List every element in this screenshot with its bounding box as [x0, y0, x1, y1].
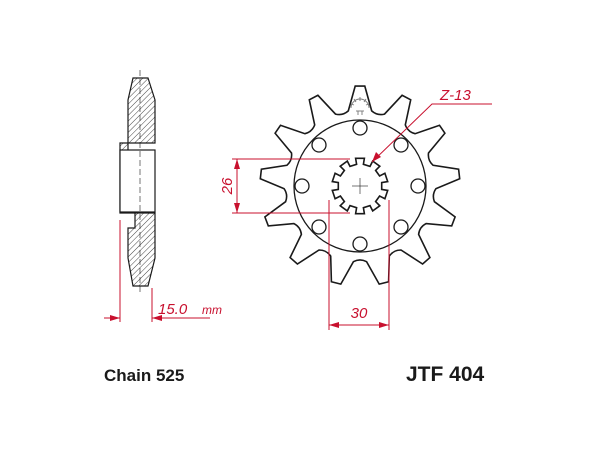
width-dimension: 30 [328, 200, 390, 330]
bolt-hole [352, 120, 368, 136]
offset-value: 15.0 [158, 301, 188, 318]
spline-bore [331, 157, 389, 215]
width-value: 30 [351, 305, 368, 322]
part-number-label: JTF 404 [406, 363, 485, 386]
jt-logo-mark [350, 97, 370, 115]
sprocket-front-view [259, 85, 461, 286]
chain-label: Chain 525 [104, 366, 185, 385]
offset-unit: mm [202, 303, 222, 317]
height-dimension: 26 [219, 158, 350, 214]
bolt-hole [294, 178, 310, 194]
bolt-hole [311, 137, 327, 153]
center-mark [352, 178, 368, 194]
height-value: 26 [219, 177, 236, 195]
bolt-hole [410, 178, 426, 194]
side-profile-view [119, 70, 156, 292]
bolt-holes [294, 120, 426, 252]
bolt-circle [293, 119, 427, 253]
tooth-count-leader: Z-13 [371, 87, 492, 163]
offset-dimension: 15.0 mm [104, 220, 222, 322]
bolt-hole [352, 236, 368, 252]
sprocket-outline [259, 85, 461, 286]
side-profile-hub [119, 149, 156, 213]
bolt-hole [311, 219, 327, 235]
bolt-hole [393, 219, 409, 235]
tooth-count-value: Z-13 [439, 87, 472, 104]
bolt-hole [393, 137, 409, 153]
